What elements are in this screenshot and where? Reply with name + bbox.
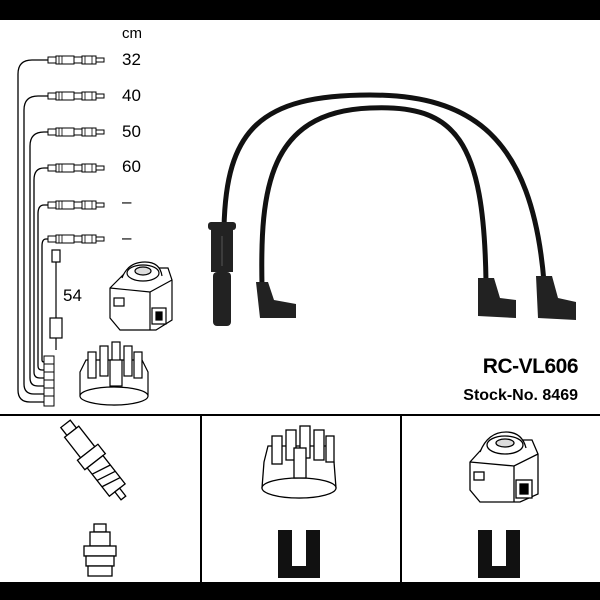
- cable-terminal-2: [47, 91, 105, 101]
- distributor-cap-small: [79, 341, 149, 406]
- ignition-coil-icon: [469, 431, 539, 503]
- bundle-bottom-plugs: [43, 355, 55, 407]
- cable-terminal-6: [47, 234, 105, 244]
- cable-length-5: –: [122, 192, 132, 211]
- model-number: RC-VL606: [482, 355, 579, 378]
- cable-length-3: 50: [122, 122, 141, 141]
- bottom-border: [0, 582, 600, 600]
- unit-label: cm: [122, 25, 142, 42]
- cable-length-4: 60: [122, 157, 141, 176]
- cable-terminal-5: [47, 200, 105, 210]
- panel-divider-horizontal: [0, 414, 600, 416]
- ignition-coil-small: [109, 261, 173, 331]
- cable-length-6: –: [122, 228, 132, 247]
- distributor-cap-icon: [261, 425, 337, 499]
- cable-length-2: 40: [122, 86, 141, 105]
- cable-terminal-3: [47, 127, 105, 137]
- spark-plug-icon: [59, 419, 127, 501]
- cable-length-1: 32: [122, 50, 141, 69]
- coil-lead-drawing: [49, 249, 63, 350]
- main-cable-drawing: [208, 92, 576, 326]
- stock-number: Stock-No. 8469: [463, 387, 578, 404]
- coil-lead-length: 54: [63, 286, 82, 305]
- cable-set-drawing: [17, 59, 48, 403]
- cable-terminal-1: [47, 55, 105, 65]
- plug-connector-icon: [83, 523, 117, 577]
- cable-terminal-4: [47, 163, 105, 173]
- panel-divider-right: [400, 414, 402, 582]
- terminal-symbol-middle: [278, 530, 320, 578]
- terminal-symbol-right: [478, 530, 520, 578]
- top-border: [0, 0, 600, 20]
- panel-divider-left: [200, 414, 202, 582]
